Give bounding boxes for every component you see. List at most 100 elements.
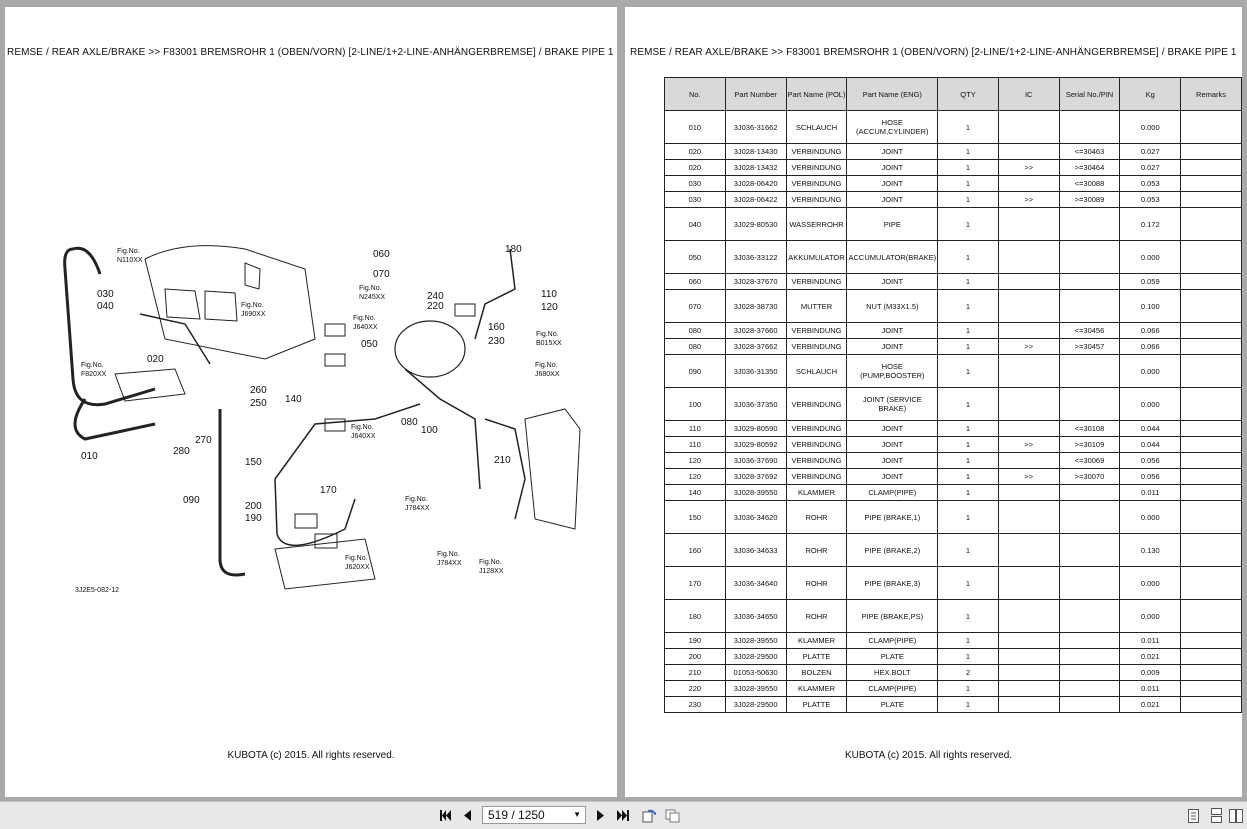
table-cell: 1 [937,468,999,485]
previous-page-button[interactable] [462,808,472,823]
table-cell: CLAMP(PIPE) [846,484,939,501]
table-cell: 3J029-80592 [724,436,787,453]
table-cell [1058,289,1121,323]
table-cell: 0.130 [1119,533,1182,567]
table-cell: 1 [937,452,999,469]
table-cell: ROHR [785,566,848,600]
table-cell [1180,273,1242,290]
table-cell: 1 [937,159,999,176]
callout-250: 250 [250,398,267,409]
column-header-remarks: Remarks [1180,77,1242,111]
table-cell: 1 [937,191,999,208]
dropdown-arrow-icon: ▼ [573,810,581,819]
table-cell: 3J036-37350 [724,387,787,421]
fig-ref-j640b-label: Fig.No. [351,424,374,431]
last-page-button[interactable] [616,808,630,823]
table-cell [1180,240,1242,274]
table-cell [997,420,1060,437]
column-header-part-number: Part Number [724,77,787,111]
table-cell: PIPE [846,207,939,241]
table-cell: >> [997,159,1060,176]
table-cell: 3J029-80530 [724,207,787,241]
next-page-button[interactable] [595,808,605,823]
single-page-view-button[interactable] [1186,808,1200,823]
table-cell: 180 [664,599,726,633]
table-cell: 060 [664,273,726,290]
table-cell [997,566,1060,600]
table-cell [1180,680,1242,697]
two-page-view-button[interactable] [1228,808,1244,823]
table-cell: >=30457 [1058,338,1121,355]
table-cell: 100 [664,387,726,421]
page-number-select[interactable]: 519 / 1250 ▼ [482,806,586,824]
table-cell [997,648,1060,665]
table-cell: 030 [664,191,726,208]
table-cell: 090 [664,354,726,388]
table-cell: AKKUMULATOR [785,240,848,274]
table-cell: 010 [664,110,726,144]
table-cell: 0.000 [1119,354,1182,388]
rotate-button[interactable] [641,808,657,823]
table-cell: 3J028-37660 [724,322,787,339]
table-cell: >=30464 [1058,159,1121,176]
continuous-view-button[interactable] [1209,808,1223,823]
table-cell: 3J028-39550 [724,632,787,649]
callout-230: 220 [427,301,444,312]
table-cell: 1 [937,632,999,649]
table-cell: 1 [937,110,999,144]
table-cell: 1 [937,680,999,697]
table-cell: <=30069 [1058,452,1121,469]
table-cell [997,354,1060,388]
table-cell: 120 [664,468,726,485]
table-cell: JOINT (SERVICE BRAKE) [846,387,939,421]
table-cell: <=30088 [1058,175,1121,192]
table-cell: JOINT [846,159,939,176]
first-page-button[interactable] [439,808,453,823]
table-cell [1058,484,1121,501]
table-cell [1180,159,1242,176]
table-cell: PIPE (BRAKE,PS) [846,599,939,633]
rotate-icon [642,809,656,822]
callout-020: 020 [147,354,164,365]
table-cell: PLATTE [785,696,848,713]
fit-page-button[interactable] [664,808,680,823]
table-cell: HOSE (PUMP,BOOSTER) [846,354,939,388]
table-cell [997,696,1060,713]
fig-ref-j784a-label: Fig.No. [405,496,428,503]
table-cell: 0.056 [1119,452,1182,469]
table-cell: 080 [664,322,726,339]
table-cell: <=30463 [1058,143,1121,160]
next-page-icon [596,810,604,821]
table-cell [1180,143,1242,160]
column-header-part-name-pol: Part Name (POL) [785,77,848,111]
table-cell: 0.021 [1119,648,1182,665]
callout-100: 100 [421,425,438,436]
table-cell [997,632,1060,649]
table-cell: 1 [937,648,999,665]
callout-180: 210 [494,455,511,466]
table-cell [1058,500,1121,534]
column-header-serial: Serial No./PIN [1058,77,1121,111]
table-cell [1180,387,1242,421]
viewer-toolbar: 519 / 1250 ▼ [0,801,1247,829]
table-cell [1180,500,1242,534]
table-cell: 3J028-37662 [724,338,787,355]
table-cell [997,533,1060,567]
table-cell [1058,680,1121,697]
table-cell: 070 [664,289,726,323]
table-cell: >=30109 [1058,436,1121,453]
table-cell: 0.066 [1119,338,1182,355]
fig-ref-j620-code: J620XX [345,564,370,571]
table-cell: 1 [937,436,999,453]
callout-200: 190 [245,513,262,524]
table-cell [1180,664,1242,681]
table-cell [1180,191,1242,208]
table-cell: 3J036-33122 [724,240,787,274]
callout-070: 070 [373,269,390,280]
table-cell: VERBINDUNG [785,175,848,192]
